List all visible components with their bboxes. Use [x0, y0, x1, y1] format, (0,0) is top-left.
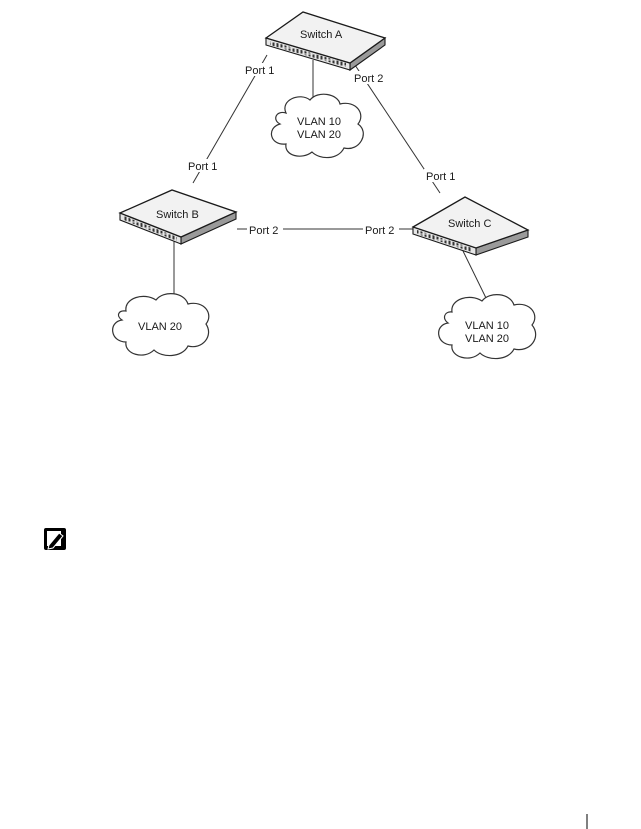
- switch-c-ports: [417, 230, 472, 252]
- vlan-cloud-a-line-1: VLAN 10: [297, 116, 341, 128]
- vlan-cloud-b-line-1: VLAN 20: [138, 321, 182, 333]
- switch-c-top: [411, 196, 530, 249]
- switch-a-ports: [270, 41, 346, 67]
- vlan-cloud-c-line-2: VLAN 20: [465, 333, 509, 345]
- pencil-note-icon: [44, 528, 66, 550]
- switch-c-port1-label: Port 1: [426, 171, 455, 183]
- vlan-cloud-a-line-2: VLAN 20: [297, 129, 341, 141]
- switch-a-port1-label: Port 1: [245, 65, 274, 77]
- link-c-to-cloud-c: [462, 250, 487, 299]
- vlan-cloud-b: VLAN 20: [112, 293, 210, 357]
- switch-a-label: Switch A: [300, 29, 343, 41]
- switch-b-top: [118, 189, 238, 238]
- switch-c-port2-label: Port 2: [365, 225, 394, 237]
- switch-c-label: Switch C: [448, 218, 491, 230]
- switch-b-port1-label: Port 1: [188, 161, 217, 173]
- vlan-cloud-a: VLAN 10 VLAN 20: [270, 93, 364, 159]
- switch-a-top: [264, 11, 387, 64]
- vlan-cloud-c: VLAN 10 VLAN 20: [438, 294, 537, 360]
- switch-c[interactable]: Switch C: [411, 196, 530, 256]
- switch-b-ports: [124, 216, 177, 241]
- switch-a-port2-label: Port 2: [354, 73, 383, 85]
- vlan-cloud-c-line-1: VLAN 10: [465, 320, 509, 332]
- switch-b[interactable]: Switch B: [118, 189, 238, 245]
- switch-b-label: Switch B: [156, 209, 199, 221]
- port-labels: Port 1 Port 2 Port 1 Port 2 Port 1 Port …: [186, 63, 460, 237]
- switch-a[interactable]: Switch A: [264, 11, 387, 72]
- switch-b-port2-label: Port 2: [249, 225, 278, 237]
